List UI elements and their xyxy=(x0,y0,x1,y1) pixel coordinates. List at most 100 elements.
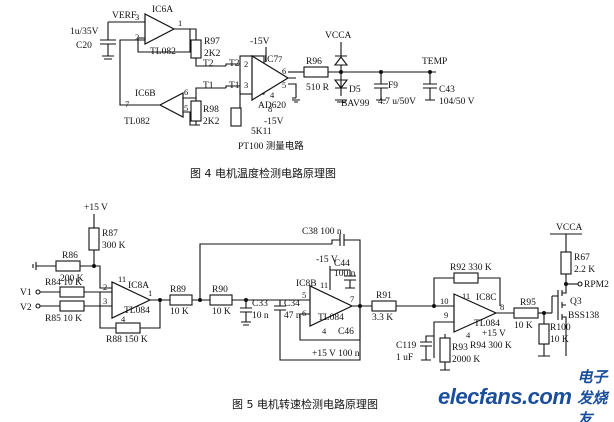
fig5-pin: 2 xyxy=(103,282,107,292)
fig4-r97-label: R97 xyxy=(204,37,220,47)
fig5-ic8a-label: IC8A xyxy=(128,281,149,291)
fig5-c119-label: C119 xyxy=(396,341,416,351)
fig4-r97 xyxy=(190,39,202,59)
fig4-verf-label: VERF xyxy=(112,11,136,21)
fig5-r100-label: R100 xyxy=(550,323,571,333)
fig5-rpm2-label: RPM2 xyxy=(584,280,609,290)
fig4-pin: 4 xyxy=(270,90,275,100)
fig5-r84-label: R84 10 K xyxy=(45,278,82,288)
fig4-bav99-label: BAV99 xyxy=(341,99,370,109)
fig4-d5-label: D5 xyxy=(349,85,361,95)
fig5-r87-label: R87 xyxy=(102,229,118,239)
fig5-r95-value: 10 K xyxy=(514,321,533,331)
fig5-r90-label: R90 xyxy=(212,285,228,295)
fig5-bss138-label: BSS138 xyxy=(568,311,599,321)
fig5-c46-label: C46 xyxy=(338,327,354,337)
fig4-ic6a-opamp xyxy=(144,13,176,45)
fig4-temp-label: TEMP xyxy=(422,57,447,67)
fig5-c34-label: C34 xyxy=(284,299,300,309)
fig5-r86-value: 200 K xyxy=(60,274,84,284)
fig5-p15v-b-label: +15 V 100 n xyxy=(312,349,360,359)
fig5-c34-value: 47 n xyxy=(284,311,301,321)
fig5-ic8c-label: IC8C xyxy=(476,293,497,303)
fig5-r92-label: R92 330 K xyxy=(450,263,492,273)
fig4-pin: 5 xyxy=(282,80,286,90)
fig5-r94-label: R94 300 K xyxy=(470,341,512,351)
fig4-r96-label: R96 xyxy=(306,57,322,67)
fig5-r86 xyxy=(55,260,81,272)
fig5-r89 xyxy=(169,294,193,306)
fig5-r86-label: R86 xyxy=(62,251,78,261)
fig5-r67 xyxy=(560,251,572,275)
fig4-pin: 3 xyxy=(244,80,248,90)
fig4-vcca-label: VCCA xyxy=(325,31,352,41)
fig4-r96-value: 510 R xyxy=(306,83,330,93)
fig5-r93 xyxy=(439,337,451,363)
fig4-pin: 2 xyxy=(135,32,139,42)
fig5-r89-label: R89 xyxy=(170,285,186,295)
fig5-r100-value: 10 K xyxy=(550,335,569,345)
fig4-ad620-label: AD620 xyxy=(258,101,286,111)
fig4-pin: 1 xyxy=(178,18,182,28)
watermark-logo: elecfans.com xyxy=(438,384,572,409)
fig5-r92 xyxy=(453,272,479,284)
fig4-c20-value: 1u/35V xyxy=(70,27,99,37)
fig5-caption: 图 5 电机转速检测电路原理图 xyxy=(232,397,378,411)
fig5-vcca-label: VCCA xyxy=(556,223,583,233)
fig5-r93-label: R93 xyxy=(452,343,468,353)
fig5-r91 xyxy=(371,300,397,312)
fig4-r98-label: R98 xyxy=(203,105,219,115)
fig5-pin: 11 xyxy=(320,280,328,290)
fig5-c38-label: C38 100 n xyxy=(302,227,342,237)
fig4-r98-value: 2K2 xyxy=(203,117,220,127)
fig5-r89-value: 10 K xyxy=(170,307,189,317)
fig5-pin: 11 xyxy=(462,291,470,301)
fig5-pin: 1 xyxy=(148,288,152,298)
fig5-r88-label: R88 150 K xyxy=(106,335,148,345)
fig5-pin: 4 xyxy=(121,314,126,324)
fig5-r100 xyxy=(538,323,550,345)
fig4-pt100-label: PT100 测量电路 xyxy=(238,140,304,152)
fig5-c44-value: 100 n xyxy=(334,269,356,279)
fig5-r93-value: 2000 K xyxy=(452,355,480,365)
watermark: elecfans.com 电子发烧友 xyxy=(438,368,614,422)
fig4-ic6a-label: IC6A xyxy=(152,5,173,15)
fig5-q3-label: Q3 xyxy=(570,297,582,307)
fig4-r96 xyxy=(303,66,329,78)
fig4-5k11-label: 5K11 xyxy=(251,127,272,137)
fig5-r87-value: 300 K xyxy=(102,241,126,251)
fig5-r95 xyxy=(513,307,539,319)
fig5-pin: 11 xyxy=(118,274,126,284)
fig4-pin: 6 xyxy=(282,66,286,76)
fig4-cap47-label: 4.7 u/50V xyxy=(378,97,416,107)
fig5-pin: 3 xyxy=(103,296,107,306)
fig5-ic8b-part: TL084 xyxy=(318,313,344,323)
fig5-pin: 10 xyxy=(440,296,449,306)
fig5-c33-label: C33 xyxy=(252,299,268,309)
fig5-ic8b-opamp xyxy=(309,285,354,327)
fig5-v2-label: V2 xyxy=(20,303,32,313)
fig4-f9-label: F9 xyxy=(388,81,398,91)
fig5-r67-label: R67 xyxy=(574,253,590,263)
fig5-pin: 4 xyxy=(322,326,327,336)
fig4-ic6b-part: TL082 xyxy=(124,117,150,127)
fig5-r95-label: R95 xyxy=(520,298,536,308)
fig5-ic8a-opamp xyxy=(111,281,152,319)
fig4-t1b-label: T1 xyxy=(229,81,240,91)
fig5-pin: 8 xyxy=(500,302,504,312)
fig4-pin: 7 xyxy=(278,54,282,64)
fig5-speed-circuit: +15 V R87 300 K R86 200 K V1 V2 R84 10 K… xyxy=(20,203,609,411)
fig5-neg15-label: -15 V xyxy=(316,255,338,265)
fig4-pin: 2 xyxy=(244,59,248,69)
fig4-t2-label: T2 xyxy=(203,59,214,69)
fig5-p15v-c-label: +15 V xyxy=(482,329,506,339)
fig4-t1-label: T1 xyxy=(203,81,214,91)
fig5-r67-value: 2.2 K xyxy=(574,265,595,275)
fig5-c119-value: 1 uF xyxy=(396,353,413,363)
fig4-ic6b-label: IC6B xyxy=(135,89,156,99)
fig5-r85 xyxy=(59,300,85,312)
fig4-c43-value: 104/50 V xyxy=(439,97,475,107)
fig4-neg15-bottom: -15V xyxy=(264,117,284,127)
